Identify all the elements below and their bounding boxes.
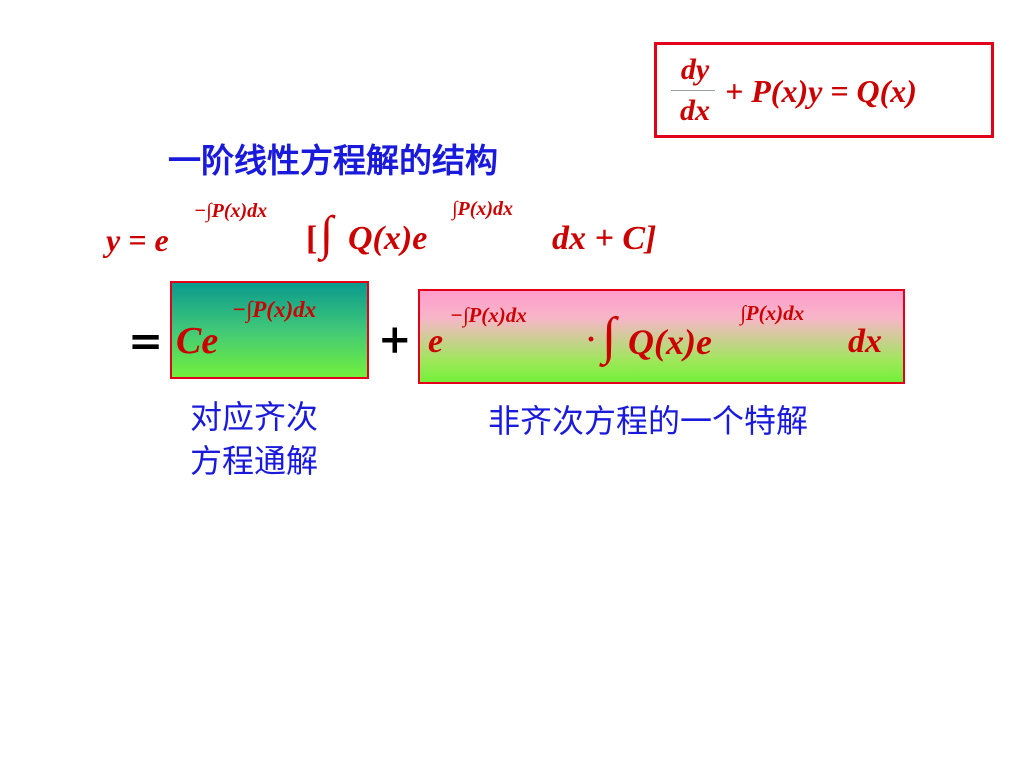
fraction-denominator: dx: [680, 94, 710, 127]
page-title: 一阶线性方程解的结构: [168, 141, 498, 180]
ode-box: dy dx + P(x)y = Q(x): [654, 42, 994, 138]
particular-integrand: Q(x)e: [628, 322, 712, 362]
solution-exponent-1: −∫P(x)dx: [194, 200, 268, 222]
particular-exponent-2: ∫P(x)dx: [740, 301, 805, 325]
homogeneous-solution-box: Ce −∫P(x)dx: [170, 281, 369, 379]
particular-caption: 非齐次方程的一个特解: [488, 402, 809, 440]
general-solution-formula: y = e −∫P(x)dx [ ∫ Q(x)e ∫P(x)dx dx + C]: [106, 196, 706, 276]
particular-tail: dx: [848, 323, 882, 360]
solution-integrand: Q(x)e: [348, 220, 428, 257]
solution-bracket-open: [: [306, 220, 318, 257]
fraction-numerator: dy: [680, 53, 710, 86]
equals-sign: =: [128, 316, 164, 365]
solution-exponent-2: ∫P(x)dx: [452, 198, 514, 220]
homogeneous-caption-line-1: 对应齐次: [190, 398, 319, 436]
homogeneous-exponent: −∫P(x)dx: [232, 297, 317, 322]
derivative-fraction: dy dx: [671, 53, 719, 128]
solution-tail: dx + C]: [552, 220, 657, 257]
particular-base: e: [428, 323, 444, 360]
multiplication-dot: ·: [586, 323, 597, 356]
integral-sign: ∫: [602, 308, 617, 365]
homogeneous-base: Ce: [176, 320, 219, 362]
plus-sign: +: [378, 316, 412, 363]
particular-solution-box: e −∫P(x)dx · ∫ Q(x)e ∫P(x)dx dx: [418, 289, 905, 384]
integral-sign: ∫: [320, 207, 334, 260]
fraction-bar: [671, 90, 715, 91]
ode-rhs: + P(x)y = Q(x): [725, 73, 917, 109]
particular-exponent-1: −∫P(x)dx: [450, 303, 527, 327]
solution-lhs: y = e: [106, 222, 169, 258]
homogeneous-caption-line-2: 方程通解: [190, 442, 319, 480]
